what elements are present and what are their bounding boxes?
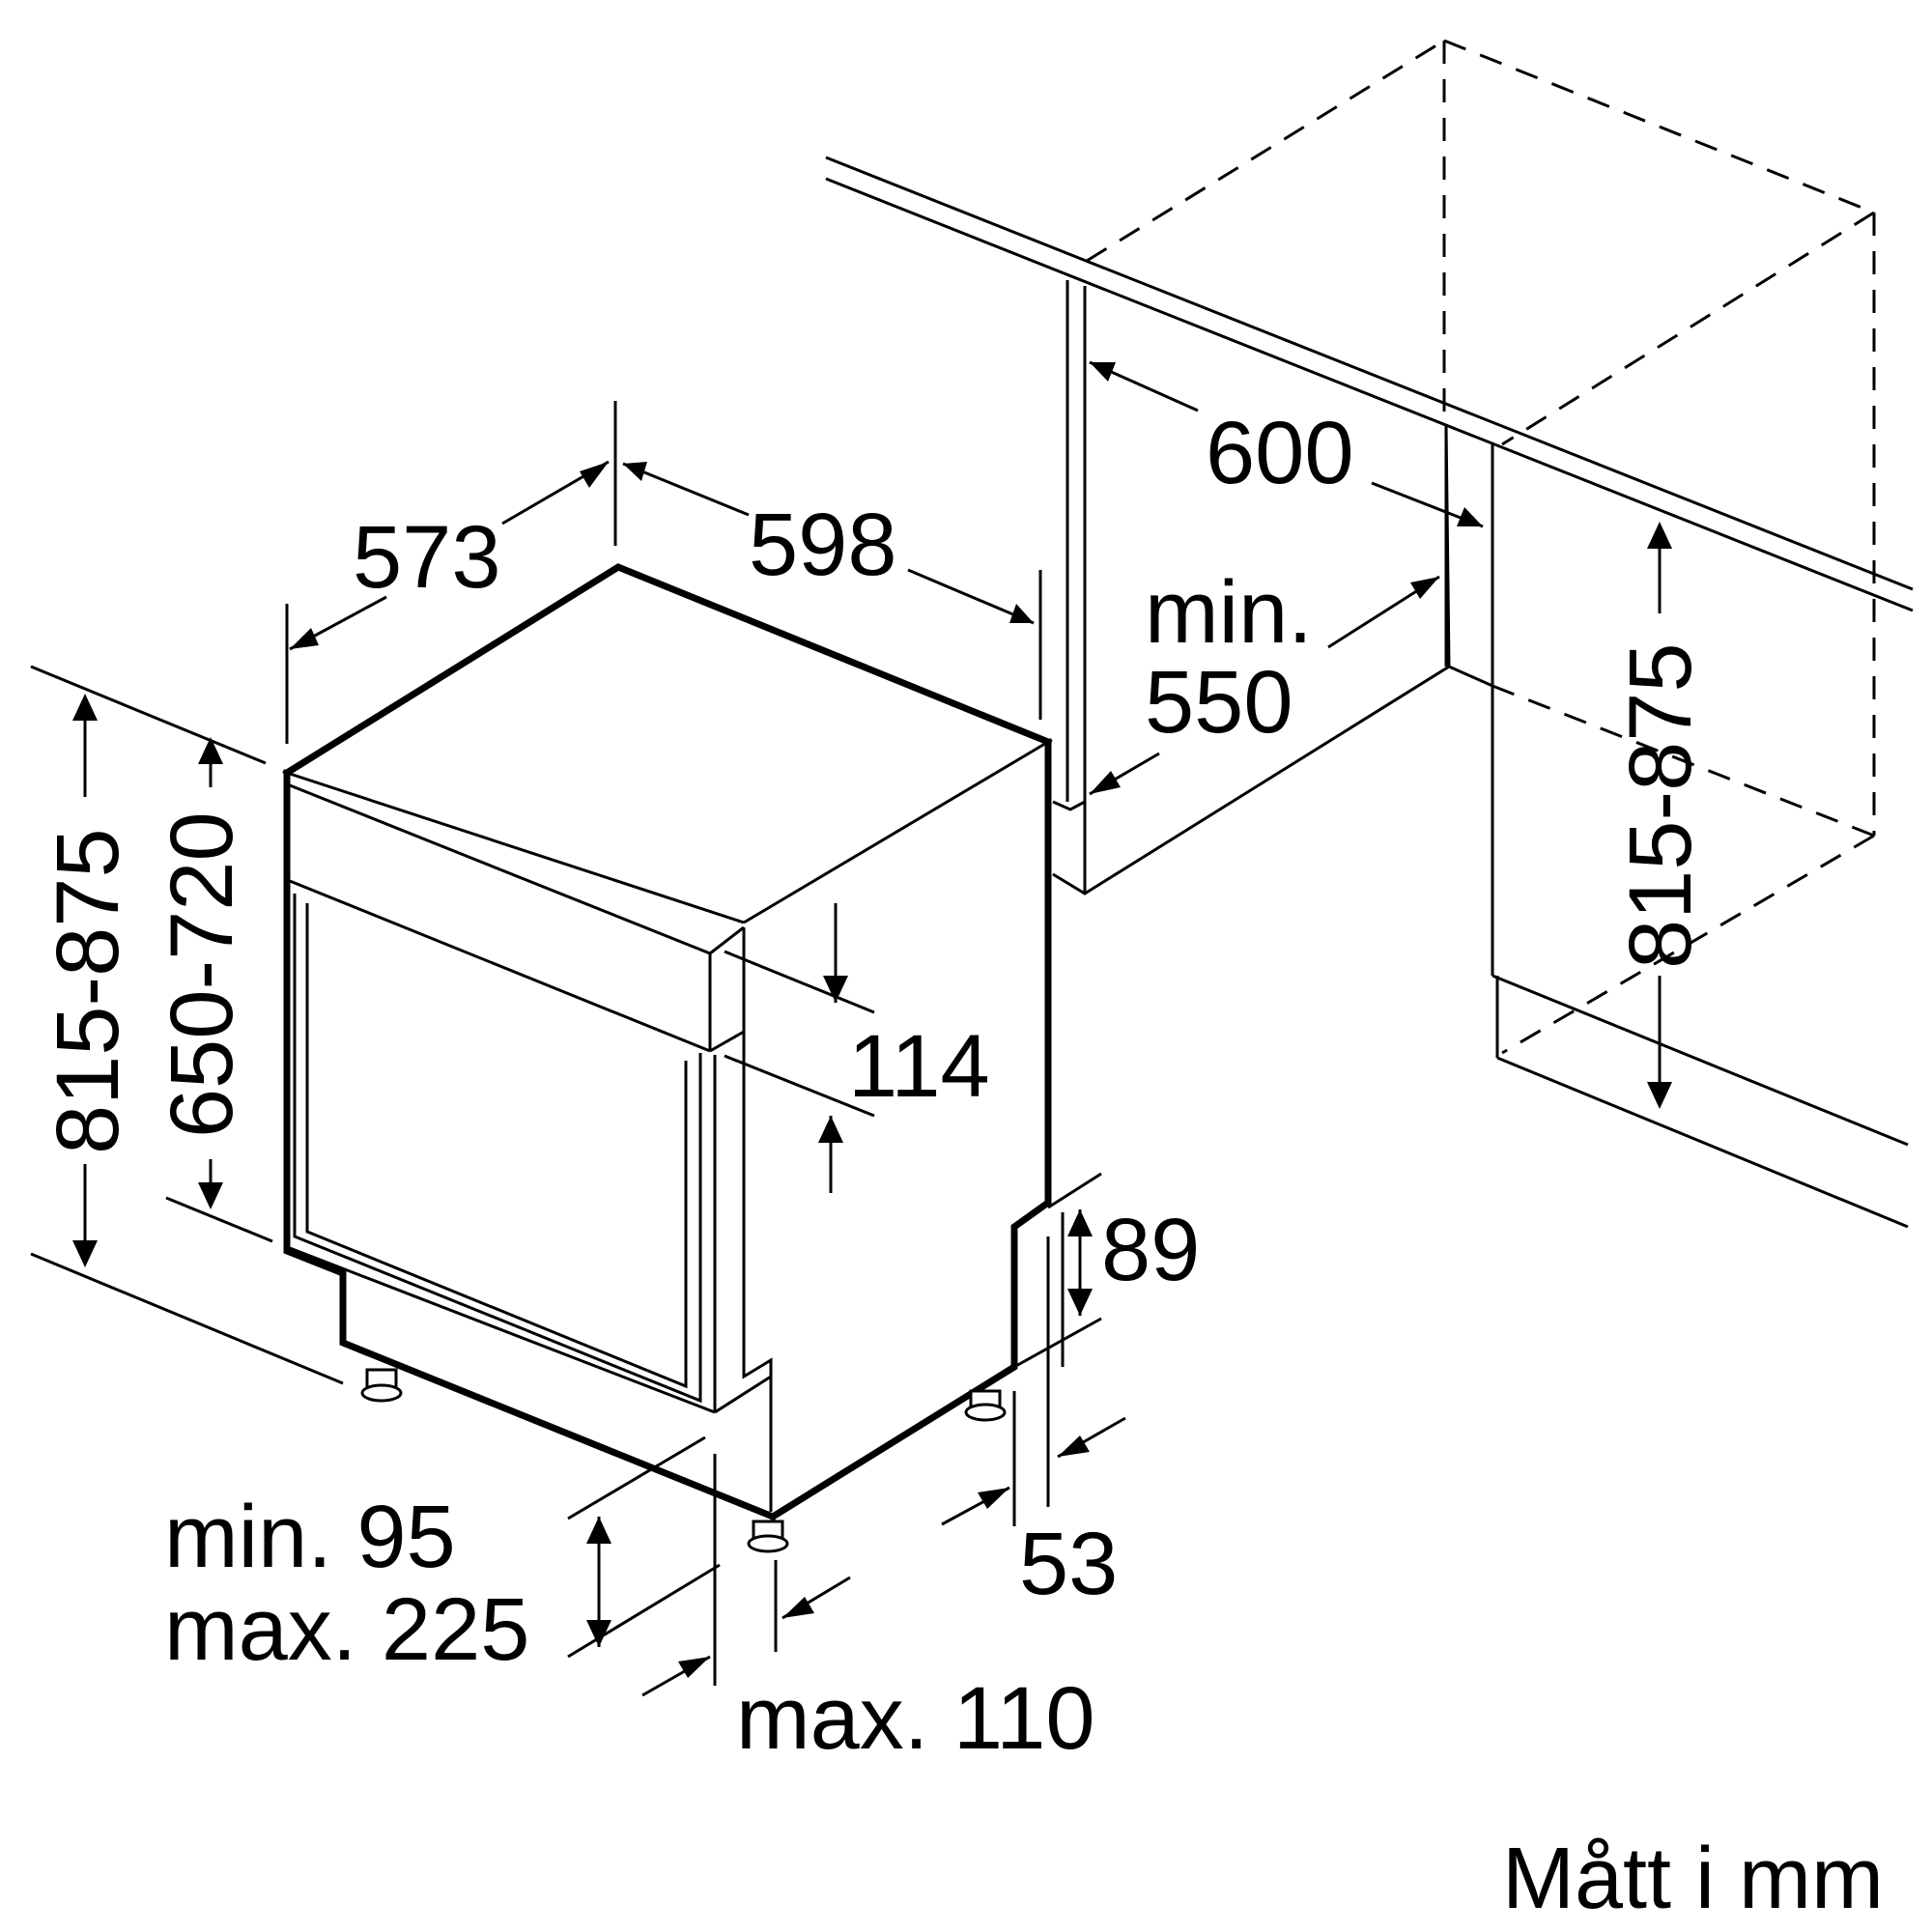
- foot-front-left: [360, 1368, 403, 1403]
- label-panel-114: 114: [848, 1017, 990, 1116]
- caption-units: Mått i mm: [1502, 1831, 1884, 1927]
- label-door-height: 650-720: [153, 811, 251, 1138]
- cabinet-niche: [825, 39, 1914, 1229]
- foot-back-right: [964, 1389, 1007, 1422]
- label-offset-53: 53: [1019, 1515, 1118, 1613]
- label-niche-depth-600: 600: [1206, 404, 1354, 502]
- label-height-right: 815-875: [1611, 642, 1710, 969]
- label-height-left: 815-875: [39, 828, 137, 1154]
- dishwasher-front-outline: [283, 769, 778, 1521]
- dishwasher: [282, 563, 1053, 1553]
- label-width-598: 598: [749, 496, 897, 594]
- dashed-cabinet-outline: [1086, 39, 1876, 1055]
- dimension-arrowheads: [72, 362, 1672, 1678]
- dishwasher-side-outline: [768, 738, 1052, 1521]
- foot-front-right: [747, 1520, 789, 1553]
- countertop-top-edge: [825, 156, 1914, 591]
- label-depth-573: 573: [353, 508, 501, 607]
- countertop-bottom-edge: [825, 177, 1914, 612]
- dimension-labels: 573 598 600 min. 550 114 89 53 min. 95 m…: [39, 404, 1884, 1927]
- label-min: min.: [1145, 563, 1313, 662]
- label-min-depth-550: 550: [1145, 653, 1293, 752]
- label-plinth-89: 89: [1101, 1201, 1200, 1299]
- dishwasher-top: [282, 563, 1053, 778]
- label-plinth-depth-max: max. 110: [736, 1669, 1095, 1768]
- label-plinth-max: max. 225: [164, 1580, 529, 1679]
- label-plinth-min: min. 95: [164, 1488, 456, 1586]
